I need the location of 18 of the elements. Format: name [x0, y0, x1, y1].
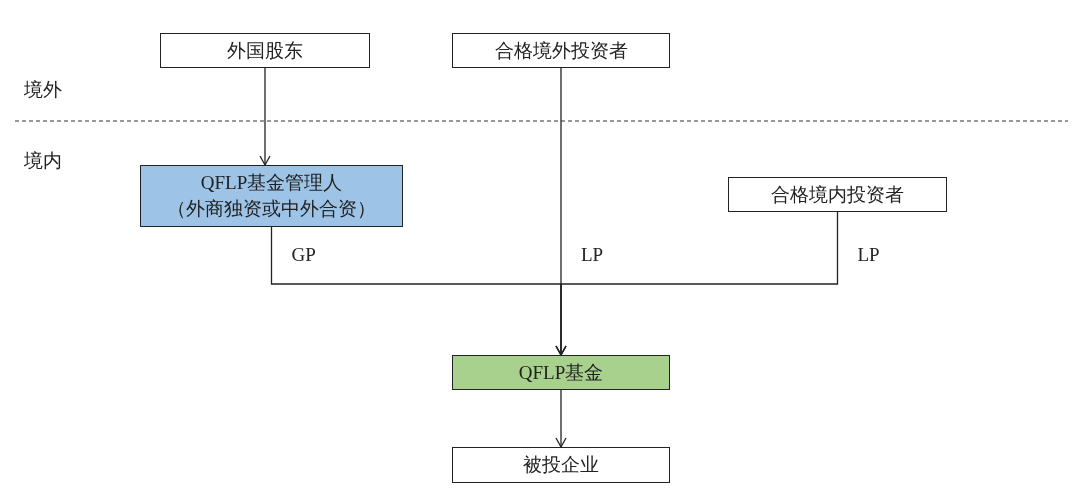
arrow	[555, 389, 567, 448]
arrow	[259, 67, 271, 166]
region-label: 境外	[24, 78, 62, 102]
process-box	[452, 33, 670, 68]
process-box	[140, 165, 403, 227]
box-text: 外国股东	[227, 38, 303, 63]
box-text: 被投企业	[523, 453, 599, 477]
arrow	[555, 211, 839, 356]
region-label: 境内	[24, 149, 62, 173]
process-box	[452, 447, 670, 483]
box-text: 合格境内投资者	[771, 182, 904, 207]
box-text: QFLP基金	[518, 360, 604, 385]
process-box	[728, 177, 947, 212]
box-text: QFLP基金管理人	[200, 171, 343, 195]
process-box	[452, 355, 670, 390]
box-text: （外商独资或中外合资）	[167, 197, 376, 221]
process-box	[160, 33, 370, 68]
box-text: 合格境外投资者	[494, 38, 628, 63]
